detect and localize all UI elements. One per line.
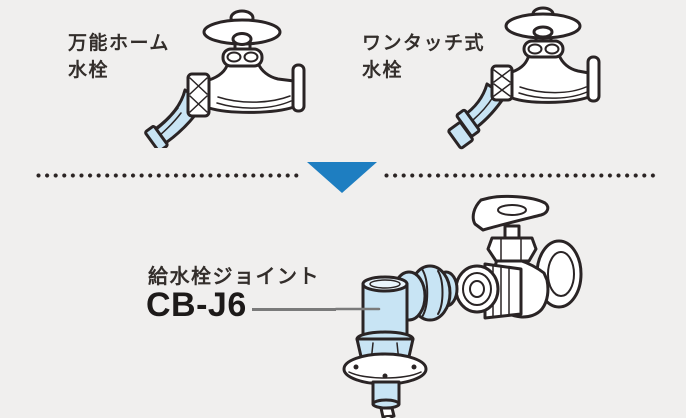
dotted-divider-left xyxy=(36,173,302,178)
right-faucet-label-line2: 水栓 xyxy=(362,60,404,81)
right-faucet-label-line1: ワンタッチ式 xyxy=(362,33,486,54)
right-faucet-label: ワンタッチ式 水栓 xyxy=(362,30,485,84)
down-arrow-icon xyxy=(307,162,377,193)
left-faucet-label-line1: 万能ホーム xyxy=(68,33,170,54)
leader-line xyxy=(252,308,336,311)
left-faucet-label-line2: 水栓 xyxy=(68,60,110,81)
dotted-divider-right xyxy=(384,173,656,178)
product-code-label: CB-J6 xyxy=(146,286,247,324)
universal-home-faucet-icon xyxy=(144,9,306,148)
one-touch-faucet-icon xyxy=(447,6,601,150)
cb-j6-joint-illustration-icon xyxy=(335,194,583,418)
product-name-label: 給水栓ジョイント xyxy=(148,266,320,288)
left-faucet-label: 万能ホーム 水栓 xyxy=(68,30,170,84)
